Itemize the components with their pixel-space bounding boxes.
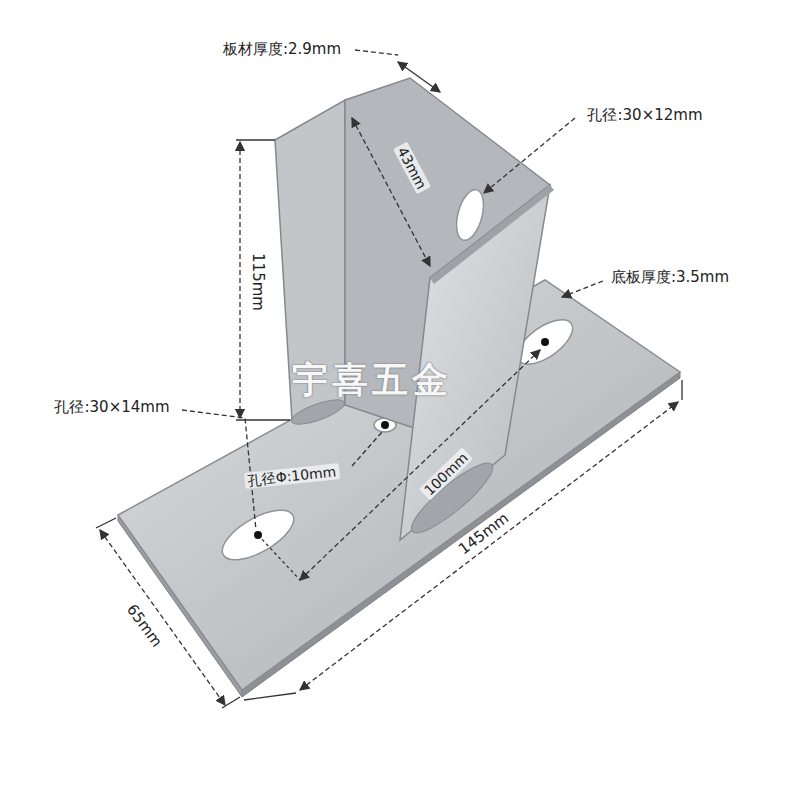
dimension-label: 100mm (419, 447, 473, 500)
callout-label: 底板厚度:3.5mm (611, 269, 729, 286)
dimension-label: 65mm (123, 601, 165, 650)
callout-label: 孔径:30×14mm (54, 399, 169, 416)
dimension-label: 43mm (393, 142, 431, 195)
dimension-lines (96, 50, 682, 708)
dimension-label: 145mm (456, 510, 513, 559)
watermark: 宇喜五金 (292, 359, 452, 400)
dimension-label: 115mm (248, 253, 265, 311)
callout-label: 板材厚度:2.9mm (223, 41, 341, 58)
leader-dots (254, 338, 549, 539)
callout-label: 孔径:30×12mm (587, 107, 702, 124)
callout-label: 孔径Φ:10mm (244, 463, 340, 489)
